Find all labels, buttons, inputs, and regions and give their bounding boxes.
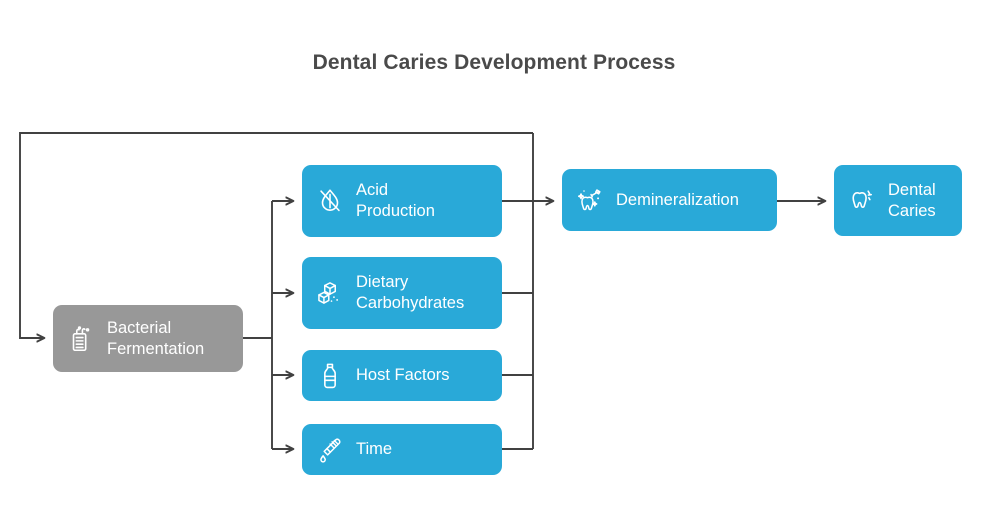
node-label: Dietary Carbohydrates (356, 273, 465, 312)
tooth-cleaning-icon (575, 185, 605, 215)
node-label: Bacterial Fermentation (107, 318, 205, 358)
node-label: Host Factors (356, 366, 450, 385)
node-label: Demineralization (616, 190, 739, 209)
node-demineralization[interactable]: Demineralization (562, 169, 777, 231)
node-dietary-carbohydrates[interactable]: Dietary Carbohydrates (302, 257, 502, 329)
node-label: Acid Production (356, 181, 435, 220)
page-title: Dental Caries Development Process (312, 51, 676, 74)
node-label: Time (356, 440, 393, 459)
node-dental-caries[interactable]: Dental Caries (834, 165, 962, 236)
toothbrush-icon (315, 435, 345, 465)
decayed-tooth-icon (847, 186, 877, 216)
node-acid-production[interactable]: Acid Production (302, 165, 502, 237)
node-label: Dental Caries (888, 180, 936, 220)
no-acid-droplet-icon (315, 186, 345, 216)
sugar-cubes-icon (315, 278, 345, 308)
node-bacterial-fermentation[interactable]: Bacterial Fermentation (53, 305, 243, 372)
node-time[interactable]: Time (302, 424, 502, 475)
node-host-factors[interactable]: Host Factors (302, 350, 502, 401)
saliva-bottle-icon (315, 361, 345, 391)
bacteria-culture-icon (66, 324, 96, 354)
